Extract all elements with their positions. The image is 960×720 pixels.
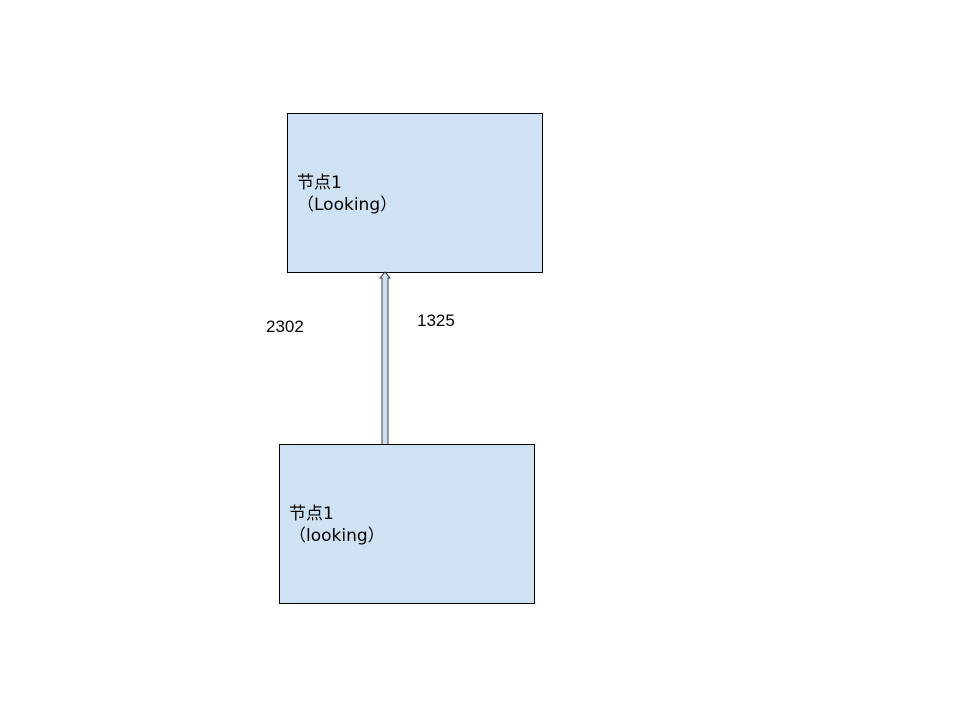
node-bottom-label: 节点1 （looking） (289, 503, 385, 547)
node-top-status: （Looking） (297, 195, 398, 215)
edge-label-right: 1325 (417, 311, 455, 330)
node-top[interactable]: 节点1 （Looking） (287, 113, 543, 273)
node-bottom-title: 节点1 (289, 504, 334, 524)
node-top-title: 节点1 (297, 173, 342, 193)
node-bottom-status: （looking） (289, 526, 385, 546)
edge-label-left: 2302 (266, 317, 304, 336)
node-top-label: 节点1 （Looking） (297, 172, 397, 216)
double-arrow-shape[interactable] (378, 271, 392, 453)
node-bottom[interactable]: 节点1 （looking） (279, 444, 535, 604)
